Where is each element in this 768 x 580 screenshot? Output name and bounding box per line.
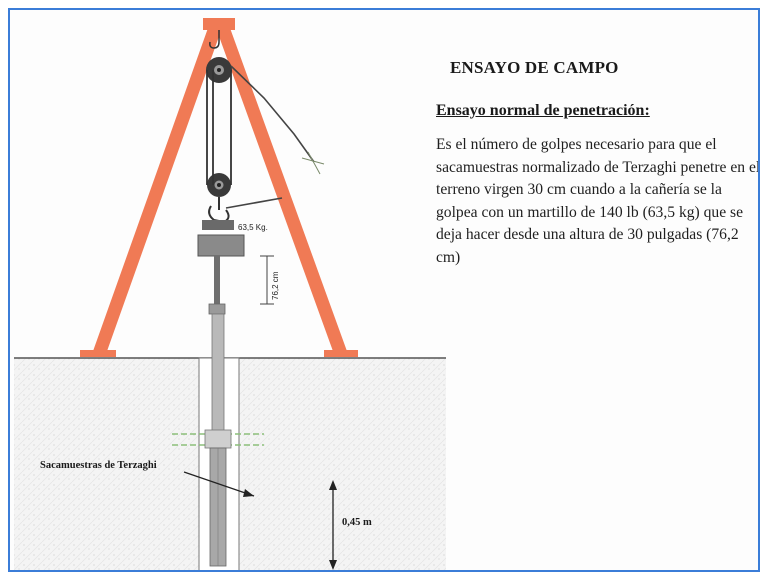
depth-label: 0,45 m <box>342 517 372 528</box>
guide-rod <box>214 256 220 306</box>
hammer-weight-label: 63,5 Kg. <box>238 223 268 232</box>
sampler-leader-arrow <box>183 471 255 497</box>
tripod-left-leg <box>92 28 222 354</box>
tripod-right-leg <box>216 28 348 354</box>
page-title: ENSAYO DE CAMPO <box>450 58 619 77</box>
drop-height-dimension <box>260 255 274 305</box>
tripod-top-cap <box>203 18 235 30</box>
sampler-label: Sacamuestras de Terzaghi <box>40 460 157 471</box>
document-frame: 63,5 Kg. 76,2 cm Sacamuestras de Terzagh… <box>8 8 760 572</box>
drill-rod <box>211 313 225 435</box>
section-subtitle: Ensayo normal de penetración: <box>436 102 650 119</box>
pull-rope <box>230 65 315 163</box>
pulley-rope <box>206 70 232 185</box>
drop-height-label: 76,2 cm <box>271 271 280 300</box>
hammer-hook <box>208 197 230 224</box>
tripod-right-foot <box>324 350 358 357</box>
depth-dimension-arrow <box>329 480 337 570</box>
anvil <box>208 303 226 315</box>
casing-collars <box>172 429 264 449</box>
lower-pulley-icon <box>207 173 231 197</box>
description-paragraph: Es el número de golpes necesario para qu… <box>436 136 760 266</box>
spt-diagram: 63,5 Kg. 76,2 cm Sacamuestras de Terzagh… <box>14 18 446 570</box>
top-hook <box>209 30 220 49</box>
tripod-left-foot <box>80 350 116 357</box>
hammer-block <box>197 234 245 257</box>
release-lever <box>225 197 283 209</box>
upper-pulley-icon <box>206 57 232 83</box>
pull-rope-end <box>301 151 325 175</box>
hammer-clamp <box>202 220 234 230</box>
